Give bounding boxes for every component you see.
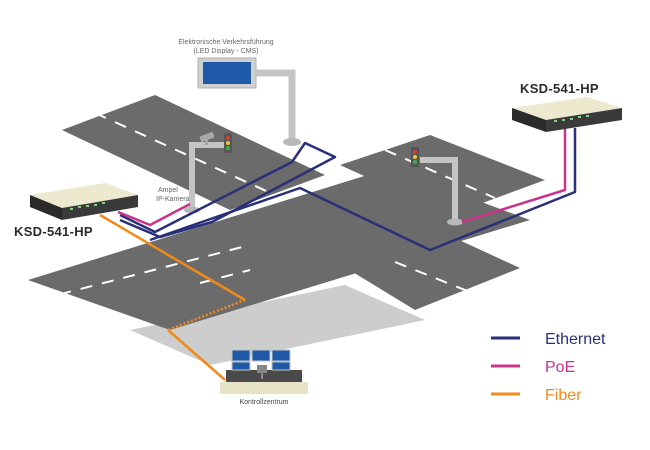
right-mast-group: Ampel (411, 147, 463, 236)
poe-cable-right (461, 128, 567, 224)
legend-item-fiber: Fiber (491, 387, 582, 404)
switch-left-group: KSD-541-HP (14, 183, 138, 239)
switch-right-top (512, 97, 622, 120)
lane-markings (37, 112, 496, 301)
legend-item-ethernet: Ethernet (491, 331, 606, 348)
ethernet-cable-to-right-switch (149, 128, 577, 252)
switch-right-label: KSD-541-HP (520, 81, 599, 96)
right-road (340, 135, 545, 215)
left-mast-pole (189, 142, 225, 208)
cables (99, 128, 577, 381)
switch-left-side (62, 195, 138, 220)
fiber-cable-dotted (167, 298, 246, 332)
right-mast-label: Ampel (440, 229, 460, 236)
fiber-cable-to-control (167, 329, 226, 381)
road-shadow (130, 285, 425, 365)
main-road (28, 168, 530, 330)
cms-pole (256, 69, 296, 140)
cms-screen (203, 62, 251, 84)
control-center-label: Kontrollzentrum (239, 399, 288, 406)
switch-left-ports (70, 202, 105, 210)
switch-right-ports (554, 115, 589, 122)
cms-title-line2: (LED Display - CMS) (194, 48, 259, 55)
operator-chair-icon (257, 365, 267, 379)
right-mast-base (447, 218, 463, 226)
switch-right-side (546, 108, 622, 132)
left-mast-group: Ampel IP-Kamera (156, 131, 232, 214)
switch-left-top (30, 183, 138, 208)
poe-cable-left (117, 202, 191, 227)
lower-right-road (325, 222, 520, 310)
monitor-wall (231, 349, 291, 371)
traffic-light-icon (411, 147, 419, 167)
switch-left-front (30, 195, 62, 220)
left-mast-label-line1: Ampel (158, 187, 178, 194)
traffic-light-icon (224, 133, 232, 153)
legend: Ethernet PoE Fiber (491, 331, 606, 404)
ip-camera-icon (199, 131, 215, 145)
road-network (28, 95, 545, 365)
legend-label-fiber: Fiber (545, 387, 582, 404)
switch-right-group: KSD-541-HP (512, 81, 622, 132)
cms-title-line1: Elektronische Verkehrsführung (178, 39, 273, 46)
legend-item-poe: PoE (491, 359, 575, 376)
legend-label-poe: PoE (545, 359, 575, 376)
cms-display-group: Elektronische Verkehrsführung (LED Displ… (178, 39, 301, 146)
switch-left-label: KSD-541-HP (14, 224, 93, 239)
switch-right-front (512, 108, 546, 132)
right-mast-pole (420, 157, 458, 220)
legend-label-ethernet: Ethernet (545, 331, 606, 348)
control-center-desk (226, 370, 302, 382)
left-mast-label-line2: IP-Kamera (156, 196, 190, 203)
control-center-group: Kontrollzentrum (220, 349, 308, 406)
cms-pole-base (283, 138, 301, 146)
fiber-cable-solid (99, 213, 246, 302)
control-center-base (220, 382, 308, 394)
